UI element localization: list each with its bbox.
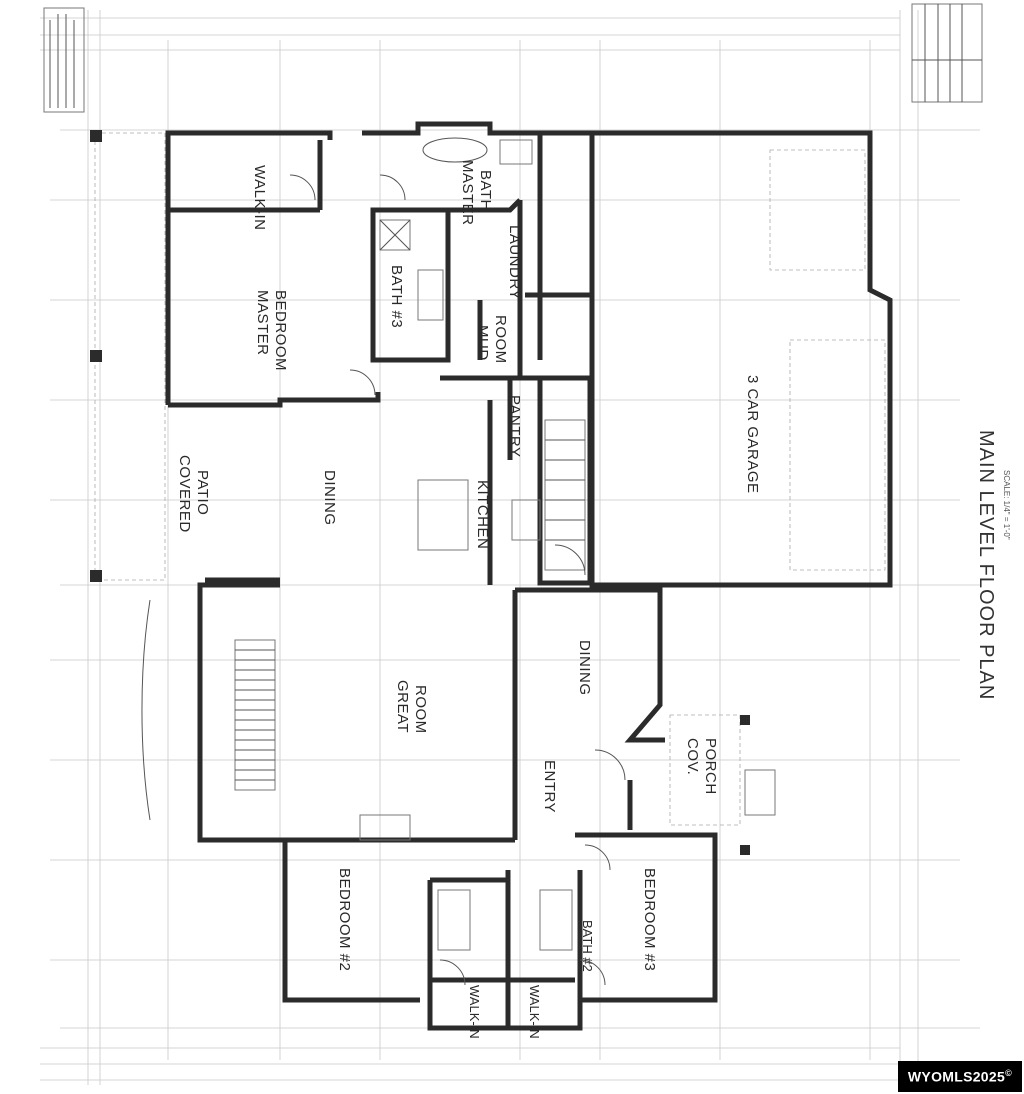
area-schedule-table: [911, 3, 983, 103]
room-label-mud-room-1: MUD: [474, 325, 491, 361]
notes-block: [43, 7, 85, 113]
room-label-great-room-2: ROOM: [412, 685, 429, 734]
room-label-laundry: LAUNDRY: [506, 225, 523, 300]
room-label-dining-lower: DINING: [576, 640, 593, 696]
room-label-bath2: BATH #2: [580, 920, 595, 972]
room-label-mud-room-2: ROOM: [492, 315, 509, 364]
room-label-great-room-1: GREAT: [394, 680, 411, 733]
plan-title: MAIN LEVEL FLOOR PLAN: [975, 430, 997, 700]
room-label-kitchen: KITCHEN: [474, 480, 491, 549]
room-label-walk-in-2: WALK-IN: [527, 985, 542, 1039]
mls-watermark: WYOMLS2025©: [897, 1061, 1022, 1092]
room-label-cov-porch-2: PORCH: [702, 738, 719, 795]
plan-scale: SCALE: 1/4" = 1'-0": [1002, 470, 1011, 540]
room-label-master-bath-2: BATH: [477, 170, 494, 211]
room-label-walk-in-master: WALK-IN: [251, 165, 268, 230]
stairs: [234, 419, 586, 791]
room-label-bedroom2: BEDROOM #2: [336, 868, 353, 971]
room-label-garage: 3 CAR GARAGE: [744, 375, 761, 494]
room-labels: WALK-IN MASTER BEDROOM MASTER BATH BATH …: [176, 160, 761, 1039]
room-label-pantry: PANTRY: [506, 395, 523, 457]
room-label-covered-patio-1: COVERED: [176, 455, 193, 533]
walls: [165, 121, 893, 1031]
room-label-master-bedroom-1: MASTER: [254, 290, 271, 356]
fixtures: [359, 137, 776, 951]
room-label-bedroom3: BEDROOM #3: [641, 868, 658, 971]
room-label-covered-patio-2: PATIO: [194, 470, 211, 515]
room-label-dining-upper: DINING: [321, 470, 338, 526]
room-label-entry: ENTRY: [541, 760, 558, 813]
room-label-bath3: BATH #3: [388, 265, 405, 328]
door-swings: [141, 174, 626, 986]
room-label-master-bath-1: MASTER: [459, 160, 476, 226]
posts: [90, 130, 750, 855]
room-label-master-bedroom-2: BEDROOM: [272, 290, 289, 371]
copyright-symbol: ©: [1005, 1068, 1012, 1079]
room-label-cov-porch-1: COV.: [684, 738, 701, 775]
watermark-text: WYOMLS2025: [907, 1069, 1006, 1085]
room-label-walk-in-1: WALK-IN: [467, 985, 482, 1039]
